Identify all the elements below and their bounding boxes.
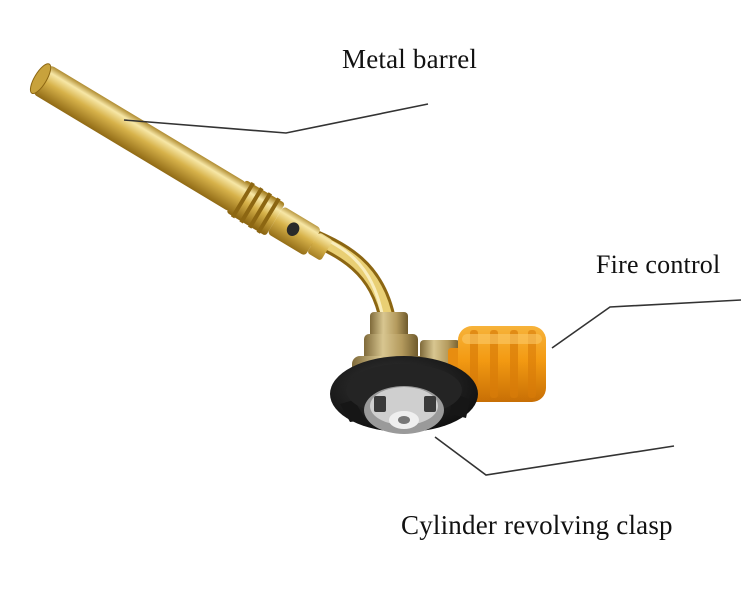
fire-control-knob [448,326,546,402]
metal-barrel-tube [29,63,332,260]
cylinder-clasp [330,356,478,434]
leader-line-clasp [434,436,675,476]
label-fire-control: Fire control [596,250,721,279]
leader-line-fire-control [551,299,742,349]
label-cylinder-clasp: Cylinder revolving clasp [401,510,673,540]
barrel-thread-collar [227,180,285,235]
air-intake-hole [286,222,300,236]
label-metal-barrel: Metal barrel [342,44,478,74]
leader-line-metal-barrel [123,103,429,134]
